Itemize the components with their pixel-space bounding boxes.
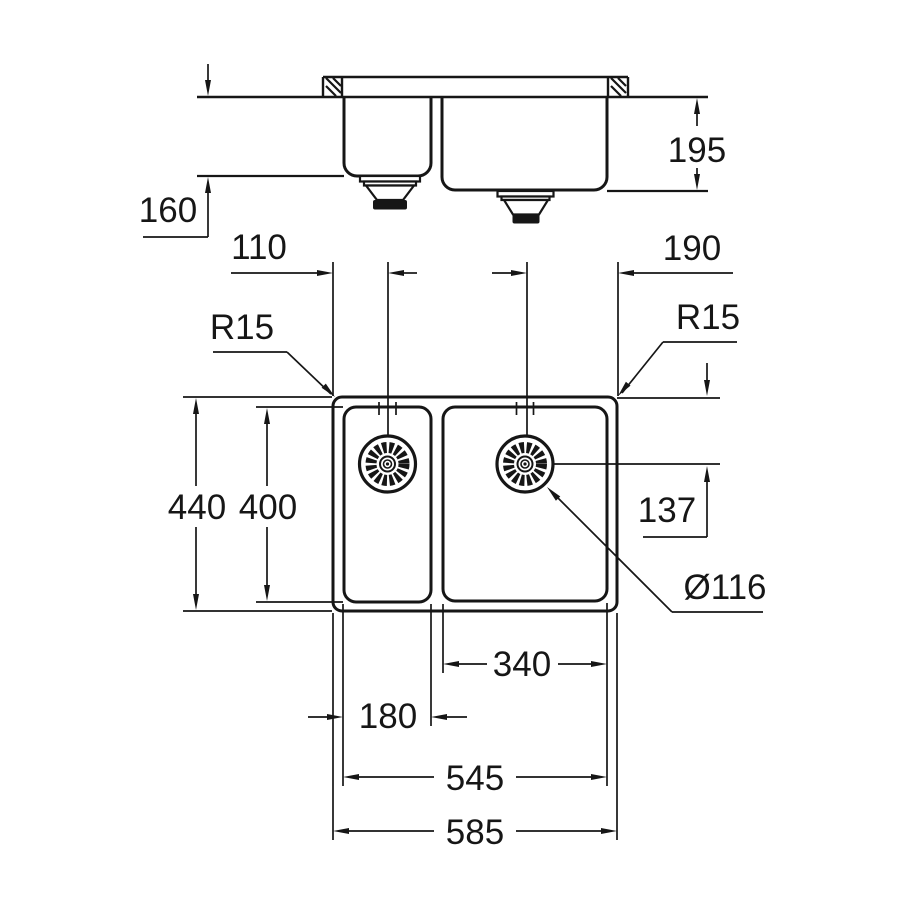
side-section-view: 160 195 <box>139 64 726 238</box>
arrowhead-left <box>333 828 349 834</box>
arrowhead-left <box>343 774 359 780</box>
arrowhead-left <box>618 270 634 276</box>
arrowhead-up <box>193 398 199 414</box>
dim-label-400: 400 <box>239 488 297 527</box>
left-drain-plan <box>357 434 418 494</box>
hatch-line <box>610 85 622 97</box>
dim-drain-diameter: Ø116 <box>547 487 767 613</box>
dim-label-190: 190 <box>663 229 721 268</box>
dim-right-bowl-width: 340 <box>443 645 607 684</box>
right-drain-side <box>496 189 555 224</box>
arrowhead-down <box>205 80 211 96</box>
dim-overall-front-to-back: 440 <box>168 396 332 612</box>
dim-label-116: Ø116 <box>683 568 766 607</box>
arrowhead-right <box>511 270 527 276</box>
drain-cap <box>373 200 407 210</box>
drain-funnel <box>502 198 550 216</box>
dim-left-drain-offset: 110 <box>231 228 417 276</box>
dim-label-340: 340 <box>493 645 551 684</box>
arrowhead-right <box>591 774 607 780</box>
arrowhead-up <box>694 98 700 114</box>
hatch-line <box>332 77 342 87</box>
dim-bowl-front-to-back: 400 <box>239 406 343 603</box>
dim-label-137: 137 <box>638 491 696 530</box>
dim-corner-radius-left: R15 <box>210 308 335 397</box>
hatch-line <box>610 77 627 94</box>
arrowhead-down <box>704 380 710 396</box>
arrowhead-right <box>327 714 343 720</box>
dim-label-180: 180 <box>359 697 417 736</box>
dim-drain-center-from-edge: 137 <box>553 363 720 538</box>
dim-label-110: 110 <box>231 228 287 267</box>
arrowhead-left <box>388 270 404 276</box>
dim-label-195: 195 <box>668 131 726 170</box>
left-bowl-section <box>342 97 433 178</box>
counter-hatch-right <box>610 77 627 97</box>
dim-left-bowl-depth: 160 <box>139 64 211 238</box>
plan-view: 110 190 R15 R15 <box>168 228 767 852</box>
dim-label-r15-left: R15 <box>210 308 274 347</box>
arrowhead-down <box>694 174 700 190</box>
hatch-line <box>325 77 342 94</box>
dim-label-585: 585 <box>446 813 504 852</box>
dim-bowls-combined-width: 545 <box>343 759 607 798</box>
left-drain-side <box>358 174 422 210</box>
drain-strainer-ring <box>365 442 410 486</box>
hatch-line <box>325 85 337 97</box>
drain-inner-circle <box>520 459 530 469</box>
hatch-line <box>617 77 627 87</box>
dim-label-r15-right: R15 <box>676 298 740 337</box>
dim-label-545: 545 <box>446 759 504 798</box>
dim-corner-radius-right: R15 <box>618 298 740 396</box>
arrowhead-up <box>205 177 211 193</box>
drain-inner-circle <box>382 459 393 469</box>
dim-label-440: 440 <box>168 488 226 527</box>
drain-center-dot <box>523 462 527 466</box>
drain-strainer-ring <box>503 442 547 486</box>
drain-inner-circle <box>379 455 396 473</box>
dim-overall-width: 585 <box>333 813 617 852</box>
dim-label-160: 160 <box>139 191 197 230</box>
right-bowl-section <box>440 97 609 192</box>
arrowhead-right <box>317 270 333 276</box>
drain-center-dot <box>385 462 390 466</box>
arrowhead-right <box>591 661 607 667</box>
arrowhead-left <box>443 661 459 667</box>
arrowhead-up <box>264 408 270 424</box>
leader-line <box>555 495 673 613</box>
drain-inner-circle <box>516 455 534 473</box>
drain-cap <box>512 214 540 224</box>
dim-left-bowl-width: 180 <box>308 697 467 736</box>
dim-right-drain-offset: 190 <box>492 229 733 276</box>
counter-hatch-left <box>325 77 342 97</box>
arrowhead-down <box>193 594 199 610</box>
right-drain-plan <box>495 434 555 494</box>
sink-outer-rim <box>331 395 619 613</box>
arrowhead-right <box>601 828 617 834</box>
arrowhead-corner <box>321 383 335 397</box>
dim-right-bowl-depth: 195 <box>668 98 726 190</box>
arrowhead-down <box>264 585 270 601</box>
arrowhead-left <box>431 714 447 720</box>
arrowhead-up <box>704 466 710 482</box>
drain-funnel <box>363 184 417 202</box>
right-bowl-plan <box>441 405 609 603</box>
arrowhead-corner <box>618 381 631 396</box>
